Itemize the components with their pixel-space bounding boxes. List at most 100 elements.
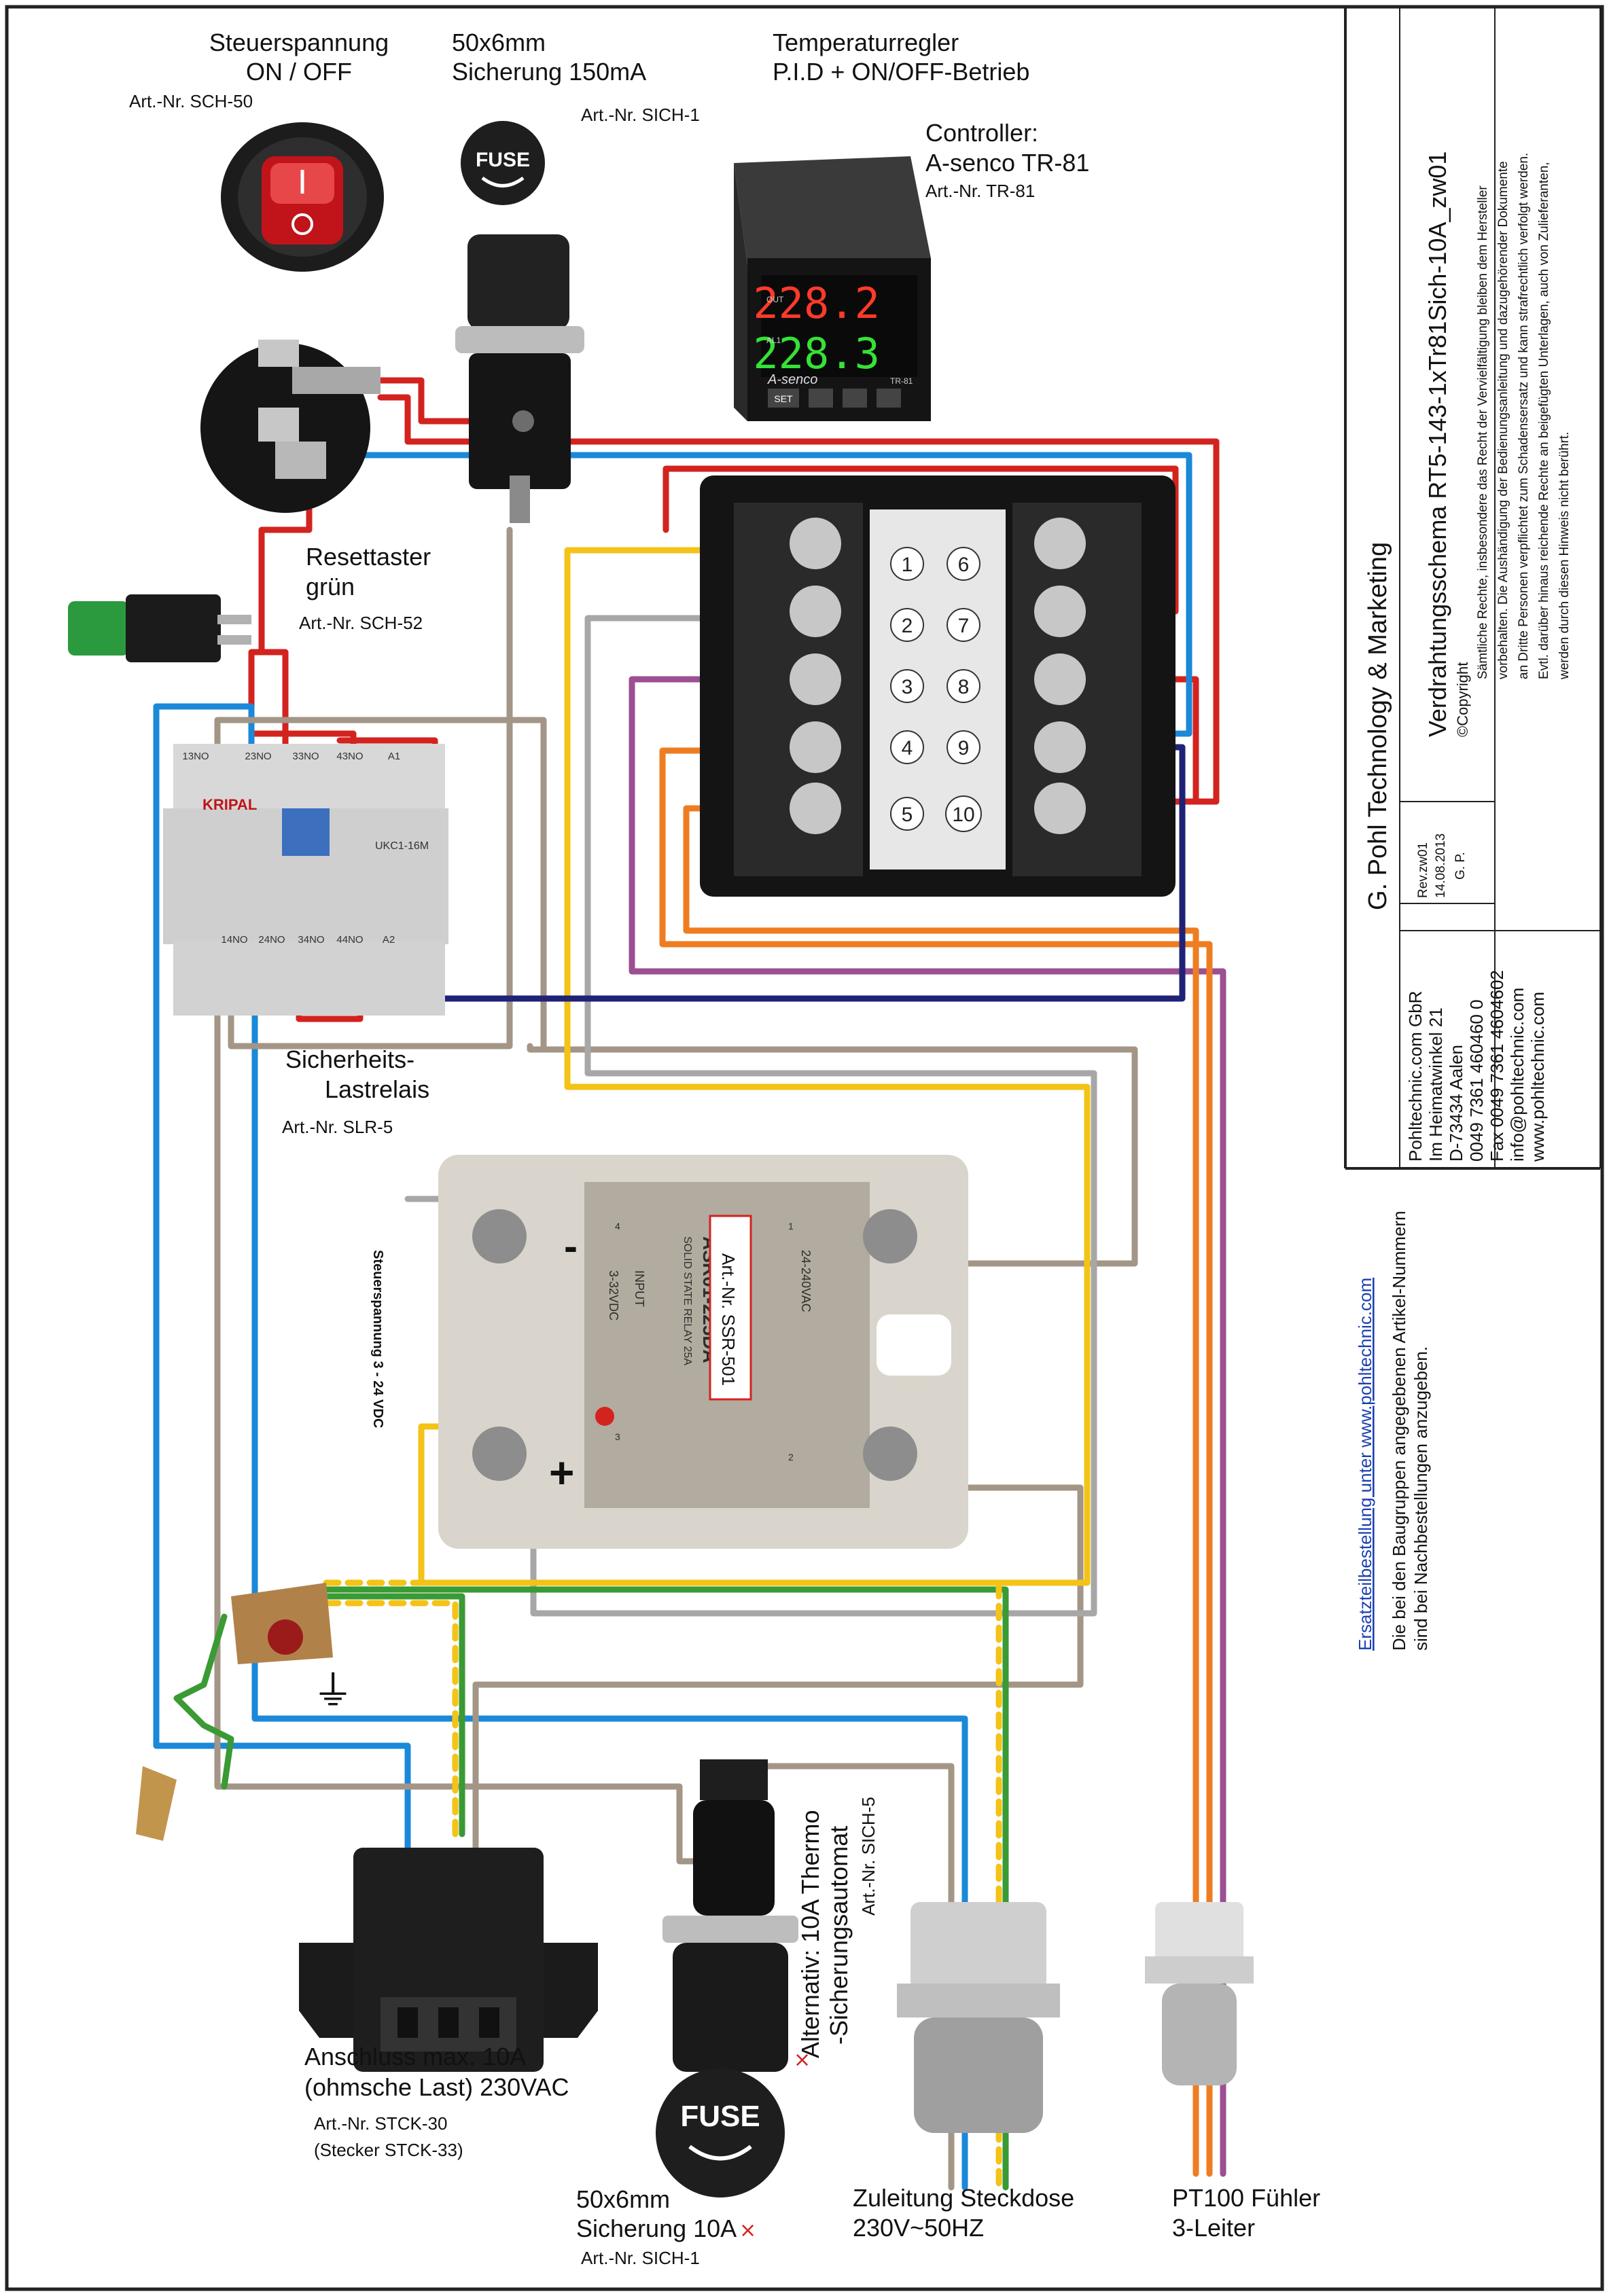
solid-state-relay: - + ASR01-225DA SOLID STATE RELAY 25A IN… bbox=[438, 1155, 968, 1549]
ctrl-title-1: Controller: bbox=[925, 119, 1038, 147]
ctrl-set-button[interactable] bbox=[768, 389, 799, 408]
ssr-ac-label: 24-240VAC bbox=[799, 1250, 813, 1312]
alt-art: Art.-Nr. SICH-5 bbox=[858, 1797, 879, 1916]
schema-title: Verdrahtungsschema RT5-143-1xTr81Sich-10… bbox=[1424, 151, 1451, 737]
fuse10-title-1: 50x6mm bbox=[576, 2185, 670, 2213]
terminal-4: 4 bbox=[902, 737, 913, 759]
terminal-screws-right bbox=[1034, 518, 1086, 834]
temp-title-2: P.I.D + ON/OFF-Betrieb bbox=[773, 58, 1029, 86]
switch-title-1: Steuerspannung bbox=[209, 29, 389, 56]
terminal-numbers-right: 6 7 8 9 10 bbox=[945, 547, 982, 832]
fuse-holder-10a bbox=[662, 1759, 798, 2072]
reset-push-button bbox=[68, 594, 251, 662]
ssr-art-number: Art.-Nr. SSR-501 bbox=[718, 1253, 739, 1386]
terminal-10: 10 bbox=[952, 804, 974, 826]
fuse-art: Art.-Nr. SICH-1 bbox=[581, 105, 700, 125]
alt-title-1: Alternativ: 10A Thermo bbox=[796, 1810, 824, 2058]
relay-contact-43no: 43NO bbox=[336, 751, 363, 762]
ctrl-model-label: TR-81 bbox=[890, 376, 913, 386]
supply-title-1: Zuleitung Steckdose bbox=[853, 2184, 1074, 2212]
copyright-head: ©Copyright bbox=[1454, 662, 1471, 737]
supply-title-2: 230V~50HZ bbox=[853, 2214, 984, 2242]
inlet-art: Art.-Nr. STCK-30 bbox=[314, 2113, 447, 2134]
cable-gland-pt100 bbox=[1145, 1902, 1254, 2085]
terminal-screws-left bbox=[790, 518, 841, 834]
copyright-line-2: vorbehalten. Die Aushändigung der Bedien… bbox=[1496, 161, 1510, 679]
pt100-title-2: 3-Leiter bbox=[1172, 2214, 1255, 2242]
copyright-line-4: Evtl. darüber hinaus reichende Rechte an… bbox=[1537, 162, 1551, 679]
order-link[interactable]: Ersatzteilbestellung unter www.pohltechn… bbox=[1355, 1278, 1375, 1651]
relay-brand: KRIPAL bbox=[202, 796, 257, 813]
address-2: Im Heimatwinkel 21 bbox=[1426, 1007, 1446, 1162]
relay-title-2: Lastrelais bbox=[325, 1075, 429, 1103]
relay-model: UKC1-16M bbox=[375, 840, 429, 852]
terminal-block: 1 2 3 4 5 6 7 8 9 10 bbox=[700, 476, 1175, 897]
ctrl-title-2: A-senco TR-81 bbox=[925, 149, 1089, 177]
wire-ground-inlet bbox=[323, 1593, 465, 1837]
ctrl-brand: A-senco bbox=[767, 372, 817, 387]
safety-relay: 13NO 23NO 33NO 43NO A1 KRIPAL UKC1-16M 1… bbox=[163, 744, 448, 1016]
fuse-cap-10a: FUSE bbox=[656, 2068, 785, 2198]
wire-ground-inlet-y bbox=[323, 1600, 459, 1837]
copyright-line-1: Sämtliche Rechte, insbesondere das Recht… bbox=[1476, 185, 1490, 679]
ctrl-down-button[interactable] bbox=[843, 389, 867, 408]
temp-title-1: Temperaturregler bbox=[773, 29, 959, 56]
copyright-head-text: Copyright bbox=[1454, 662, 1471, 726]
author: G. P. bbox=[1453, 852, 1468, 880]
order-note-1: Die bei den Baugruppen angegebenen Artik… bbox=[1389, 1210, 1409, 1651]
ctrl-art: Art.-Nr. TR-81 bbox=[925, 181, 1035, 201]
inlet-title-2: (ohmsche Last) 230VAC bbox=[304, 2073, 569, 2101]
switch-title-2: ON / OFF bbox=[246, 58, 352, 86]
company-name: G. Pohl Technology & Marketing bbox=[1364, 542, 1392, 910]
wire-yellow-ctrl-ssr bbox=[418, 547, 1091, 1586]
relay-contact-14no: 14NO bbox=[221, 934, 247, 946]
rocker-switch-back bbox=[200, 340, 381, 513]
address-7: www.pohltechnic.com bbox=[1527, 992, 1548, 1162]
terminal-7: 7 bbox=[958, 615, 970, 637]
reset-title-2: grün bbox=[306, 573, 355, 600]
ssr-terminal-4: 4 bbox=[615, 1221, 620, 1232]
title-block: G. Pohl Technology & Marketing Verdrahtu… bbox=[1344, 7, 1601, 1170]
cable-gland-supply bbox=[897, 1902, 1060, 2133]
terminal-1: 1 bbox=[902, 554, 913, 576]
relay-title-1: Sicherheits- bbox=[285, 1045, 414, 1073]
wire-red-reset-a1 bbox=[248, 649, 357, 751]
address-4: 0049 7361 460460 0 bbox=[1466, 999, 1487, 1162]
terminal-numbers-left: 1 2 3 4 5 bbox=[890, 547, 924, 831]
ctrl-left-button[interactable] bbox=[809, 389, 833, 408]
order-note-2: sind bei Nachbestellungen anzugeben. bbox=[1411, 1346, 1431, 1651]
ctrl-al-indicator: AL1 bbox=[766, 336, 781, 345]
inlet-title-1: Anschluss max. 10A bbox=[304, 2043, 526, 2070]
revision: Rev.zw01 bbox=[1416, 842, 1430, 898]
ctrl-set-label: SET bbox=[774, 393, 793, 404]
relay-top-contacts: 13NO 23NO 33NO 43NO A1 bbox=[182, 751, 400, 762]
wire-brown-ssr-bottom bbox=[472, 1484, 1084, 1688]
ssr-terminal-2: 2 bbox=[788, 1452, 794, 1463]
alt-cross-icon: × bbox=[794, 2048, 811, 2072]
power-inlet bbox=[299, 1848, 598, 2072]
terminal-6: 6 bbox=[958, 554, 970, 576]
fuse-title-1: 50x6mm bbox=[452, 29, 546, 56]
ssr-input-label: INPUT bbox=[633, 1270, 646, 1307]
pv-display: 228.2 bbox=[753, 279, 880, 328]
inlet-plug: (Stecker STCK-33) bbox=[314, 2140, 463, 2160]
address-3: D-73434 Aalen bbox=[1446, 1045, 1466, 1162]
wire-red-switch-resettaster bbox=[258, 472, 313, 751]
pt100-title-1: PT100 Fühler bbox=[1172, 2184, 1320, 2212]
wire-brown-ssr-top bbox=[527, 1043, 1138, 1267]
relay-contact-44no: 44NO bbox=[336, 934, 363, 946]
address-1: Pohltechnic.com GbR bbox=[1405, 991, 1426, 1162]
terminal-9: 9 bbox=[958, 737, 970, 759]
ssr-desc: SOLID STATE RELAY 25A bbox=[682, 1236, 693, 1365]
address-5: Fax 0049 7361 4604602 bbox=[1487, 970, 1507, 1162]
relay-contact-13no: 13NO bbox=[182, 751, 209, 762]
rocker-switch bbox=[221, 122, 384, 272]
ssr-terminal-1: 1 bbox=[788, 1221, 794, 1232]
address-6: info@pohltechnic.com bbox=[1507, 988, 1527, 1162]
ssr-minus-terminal: - bbox=[564, 1223, 578, 1269]
terminal-3: 3 bbox=[902, 676, 913, 698]
fuse10-cross-icon: × bbox=[739, 2219, 756, 2242]
relay-bottom-contacts: 14NO 24NO 34NO 44NO A2 bbox=[221, 934, 395, 946]
wire-blue-relay-supply bbox=[153, 703, 411, 1851]
ctrl-up-button[interactable] bbox=[877, 389, 901, 408]
